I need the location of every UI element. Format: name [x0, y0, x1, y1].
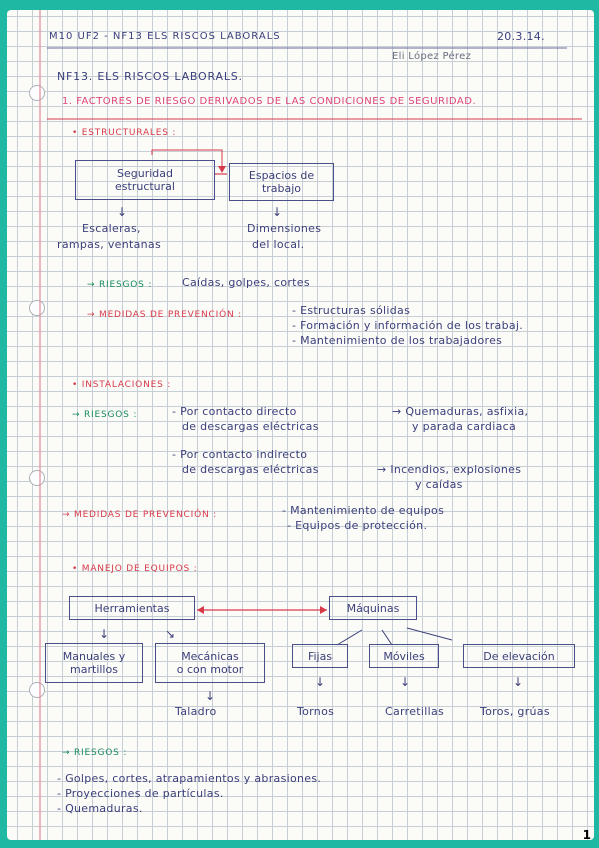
example-toros: Toros, grúas	[480, 705, 550, 718]
mecanicas-box: Mecánicas o con motor	[155, 643, 265, 683]
box-line: martillos	[70, 663, 118, 676]
medidas-item: - Equipos de protección.	[287, 519, 428, 532]
down-arrow-icon: ↓	[117, 205, 128, 219]
down-arrow-icon: ↓	[513, 675, 524, 689]
down-arrow-icon: ↓	[205, 689, 216, 703]
notebook-page: M10 UF2 - NF13 ELS RISCOS LABORALS 20.3.…	[7, 10, 594, 840]
box-line: Manuales y	[62, 650, 126, 663]
down-arrow-icon: ↓	[315, 675, 326, 689]
down-arrow-icon: ↓	[400, 675, 411, 689]
riesgo-item: - Proyecciones de partículas.	[57, 787, 224, 800]
riesgos-text: Caídas, golpes, cortes	[182, 276, 310, 289]
riesgo-directo: de descargas eléctricas	[182, 420, 319, 433]
box-line: o con motor	[176, 663, 244, 676]
riesgos-label: → RIESGOS :	[72, 410, 138, 420]
instalaciones-label: • INSTALACIONES :	[72, 380, 172, 390]
example-taladro: Taladro	[175, 705, 217, 718]
binder-hole	[29, 85, 45, 101]
riesgo-indirecto: - Por contacto indirecto	[172, 448, 308, 461]
example-carretillas: Carretillas	[385, 705, 445, 718]
espacios-examples-line: Dimensiones	[247, 222, 322, 235]
herramientas-box: Herramientas	[69, 596, 195, 620]
box-line: Mecánicas	[181, 650, 239, 663]
fijas-box: Fijas	[292, 644, 348, 668]
box-line: Espacios de	[248, 169, 315, 182]
medidas-item: - Formación y información de los trabaj.	[292, 319, 524, 332]
medidas-item: - Mantenimiento de equipos	[282, 504, 445, 517]
down-arrow-icon: ↓	[99, 627, 110, 641]
binder-hole	[29, 300, 45, 316]
header-author: Eli López Pérez	[392, 51, 472, 62]
example-tornos: Tornos	[297, 705, 335, 718]
medidas-label: → MEDIDAS DE PREVENCIÓN :	[62, 510, 218, 520]
seguridad-estructural-box: Seguridad estructural	[75, 160, 215, 200]
medidas-label: → MEDIDAS DE PREVENCIÓN :	[87, 310, 243, 320]
page-number: 1	[582, 828, 591, 842]
box-line: Seguridad	[117, 167, 173, 180]
riesgos-label: → RIESGOS :	[87, 280, 153, 290]
page-lines	[39, 10, 582, 840]
riesgo-item: - Quemaduras.	[57, 802, 143, 815]
down-arrow-icon: ↘	[165, 627, 176, 641]
riesgo-directo-result: y parada cardiaca	[412, 420, 516, 433]
elevacion-box: De elevación	[463, 644, 575, 668]
binder-hole	[29, 470, 45, 486]
medidas-item: - Mantenimiento de los trabajadores	[292, 334, 503, 347]
maquinas-box: Máquinas	[329, 596, 417, 620]
page-title: NF13. ELS RISCOS LABORALS.	[57, 70, 243, 83]
estructurales-label: • ESTRUCTURALES :	[72, 128, 177, 138]
riesgo-indirecto-result: → Incendios, explosiones	[377, 463, 522, 476]
riesgo-indirecto: de descargas eléctricas	[182, 463, 319, 476]
moviles-box: Móviles	[369, 644, 439, 668]
estructura-examples-line: rampas, ventanas	[57, 238, 161, 251]
manejo-label: • MANEJO DE EQUIPOS :	[72, 564, 198, 574]
medidas-item: - Estructuras sólidas	[292, 304, 411, 317]
header-subject: M10 UF2 - NF13 ELS RISCOS LABORALS	[49, 31, 281, 42]
riesgo-item: - Golpes, cortes, atrapamientos y abrasi…	[57, 772, 322, 785]
estructura-examples-line: Escaleras,	[82, 222, 141, 235]
riesgos-label: → RIESGOS :	[62, 748, 128, 758]
riesgo-directo-result: → Quemaduras, asfixia,	[392, 405, 529, 418]
section-heading: 1. FACTORES DE RIESGO DERIVADOS DE LAS C…	[62, 96, 477, 107]
box-line: estructural	[115, 180, 175, 193]
espacios-examples-line: del local.	[252, 238, 305, 251]
espacios-trabajo-box: Espacios de trabajo	[229, 163, 334, 201]
riesgo-directo: - Por contacto directo	[172, 405, 297, 418]
riesgo-indirecto-result: y caídas	[415, 478, 463, 491]
header-date: 20.3.14.	[497, 30, 545, 43]
box-line: trabajo	[261, 182, 302, 195]
down-arrow-icon: ↓	[272, 205, 283, 219]
manuales-box: Manuales y martillos	[45, 643, 143, 683]
binder-hole	[29, 682, 45, 698]
